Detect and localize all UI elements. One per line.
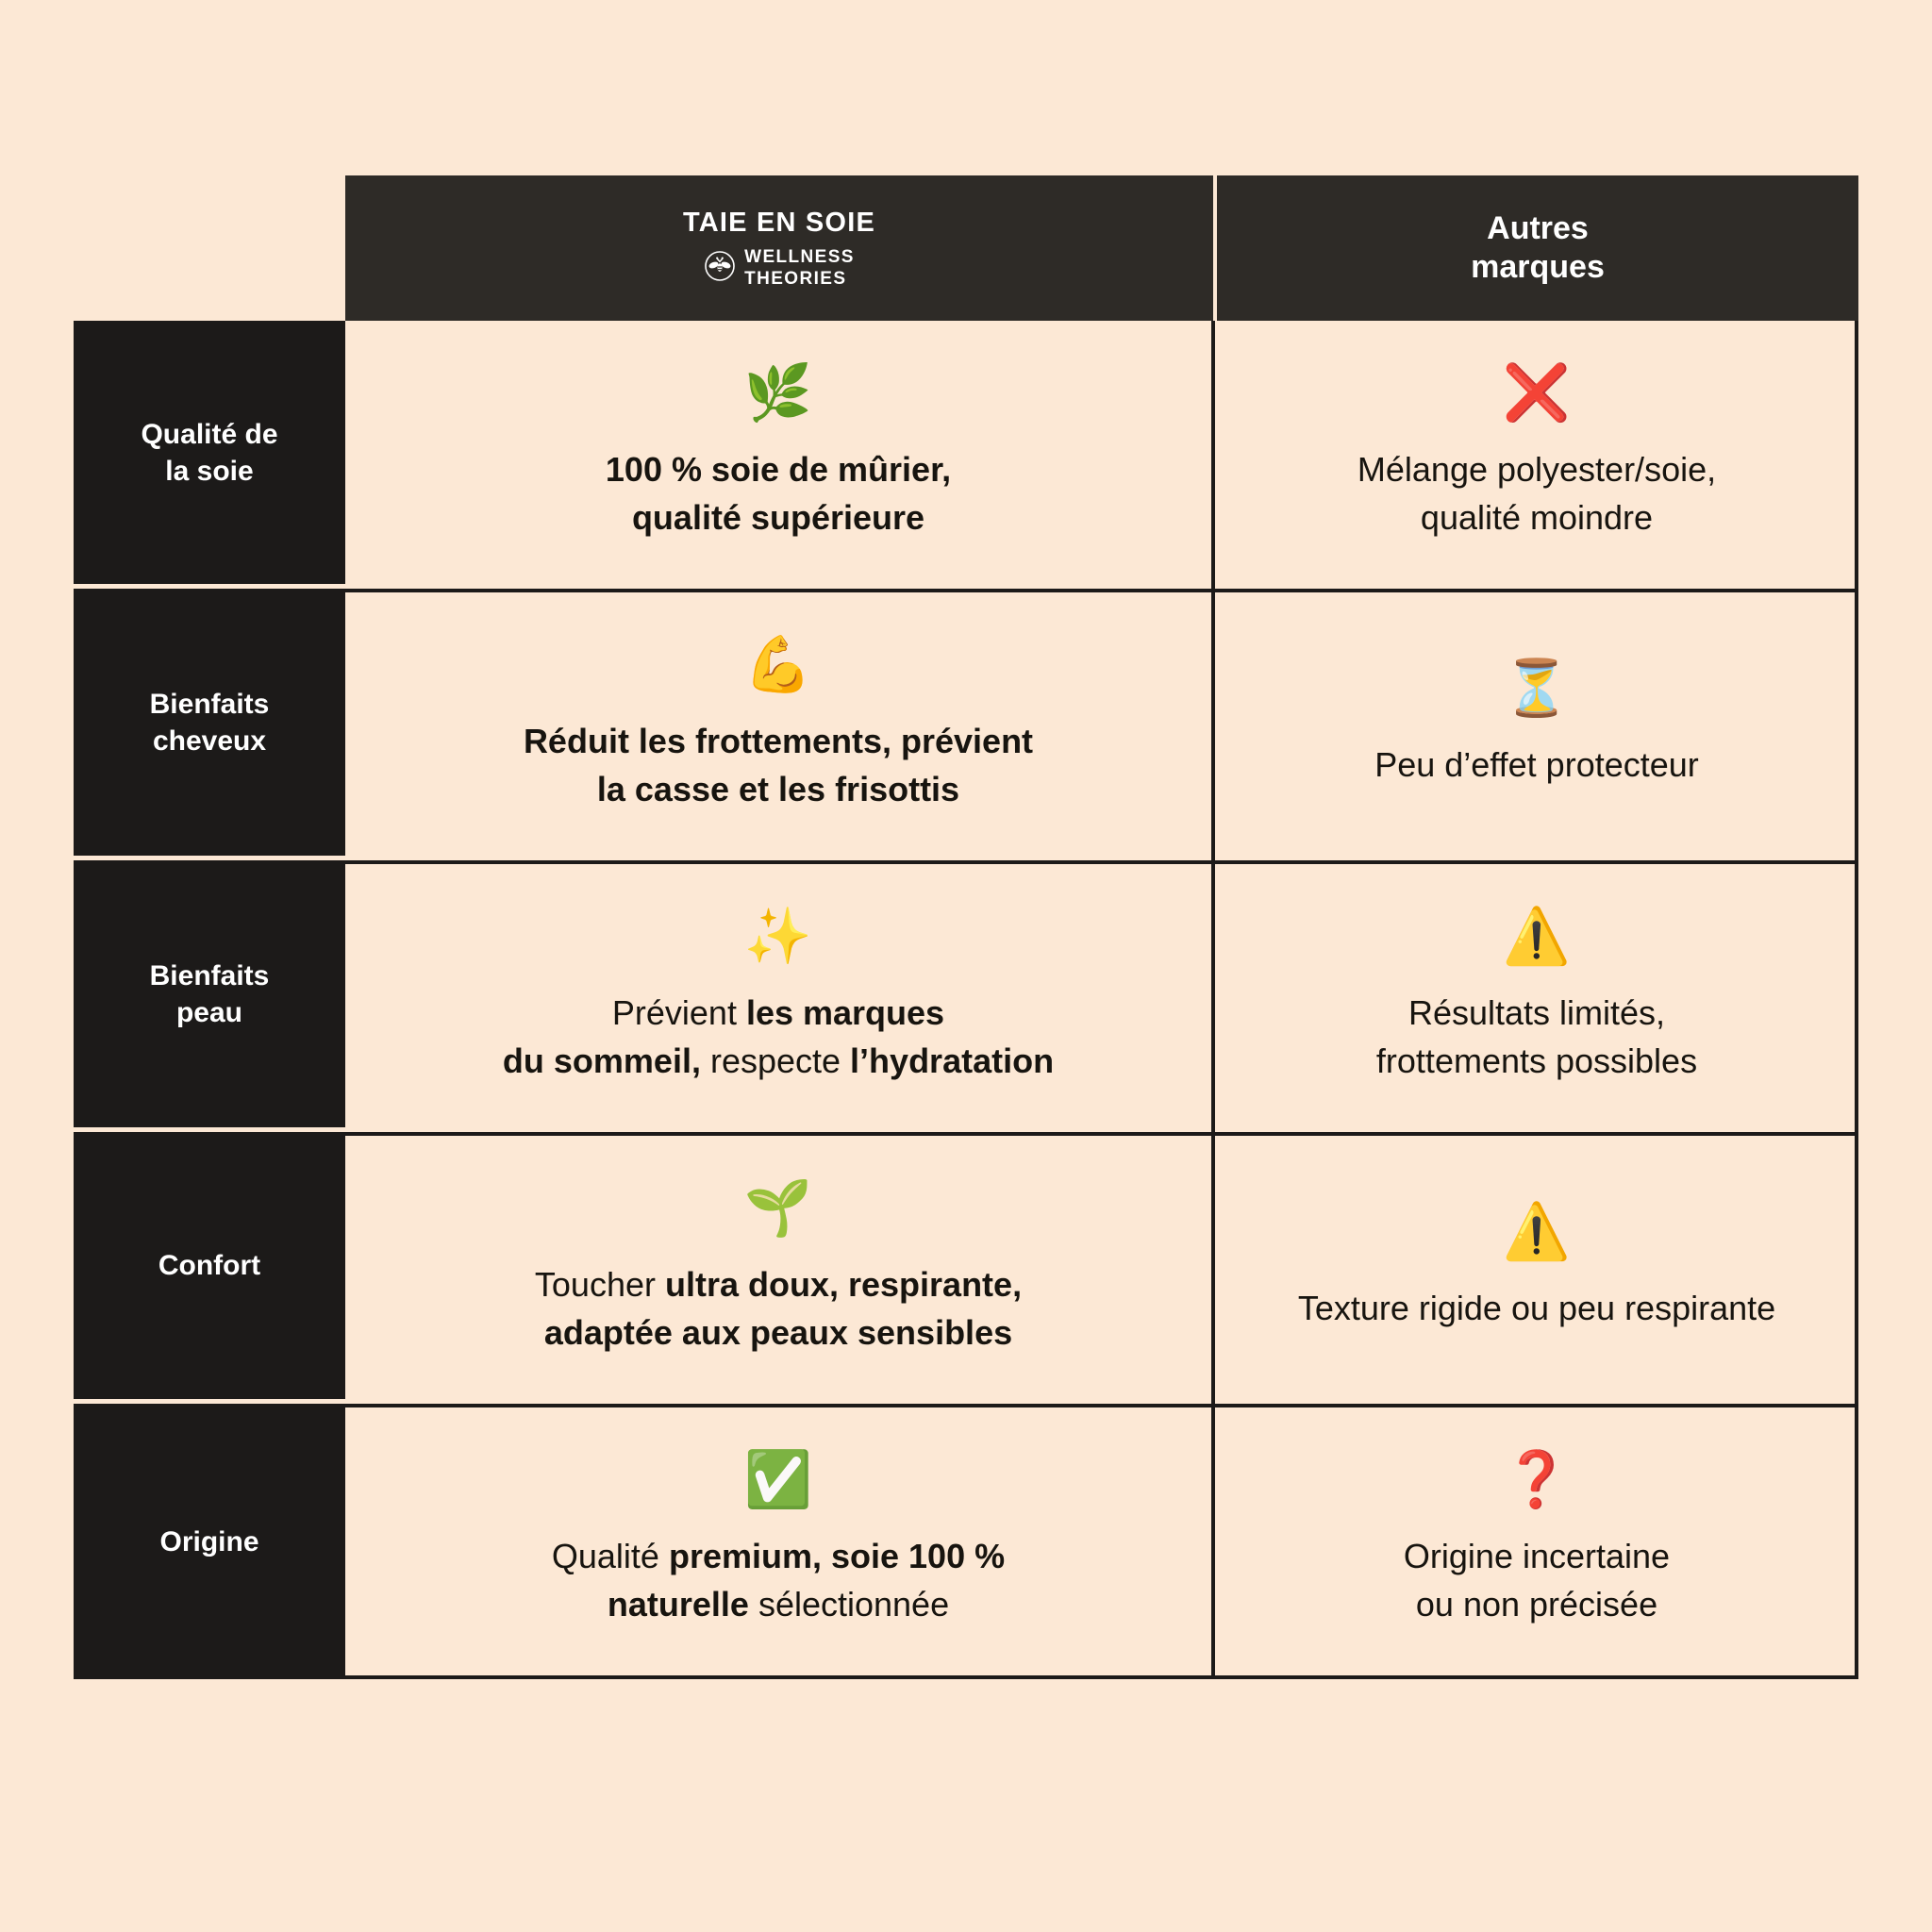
text-line-1: Réduit les frottements, prévient — [523, 721, 1034, 760]
row-label-confort: Confort — [74, 1132, 345, 1404]
row-label-text: Qualité de la soie — [141, 416, 277, 490]
header-other-line-1: Autres — [1487, 209, 1589, 246]
row-label-bienfaits-peau: Bienfaits peau — [74, 860, 345, 1132]
header-cell-other-brands: Autres marques — [1217, 175, 1858, 321]
row-label-bienfaits-cheveux: Bienfaits cheveux — [74, 589, 345, 860]
cell-other-qualite: ❌ Mélange polyester/soie, qualité moindr… — [1215, 321, 1858, 589]
text-seg-1: Qualité — [551, 1536, 669, 1575]
header-other-line-2: marques — [1471, 249, 1605, 285]
row-label-qualite-de-la-soie: Qualité de la soie — [74, 321, 345, 589]
text-seg-4: sélectionnée — [748, 1585, 950, 1624]
table-right-border — [1855, 321, 1858, 1679]
cell-other-cheveux: ⏳ Peu d’effet protecteur — [1215, 589, 1858, 860]
header-other-title: Autres marques — [1471, 209, 1605, 288]
cell-other-confort: ⚠️ Texture rigide ou peu respirante — [1215, 1132, 1858, 1404]
text-line-1: Mélange polyester/soie, — [1357, 449, 1717, 489]
brand-lockup: WELLNESS THEORIES — [683, 247, 875, 291]
cell-other-cheveux-text: Peu d’effet protecteur — [1374, 741, 1699, 789]
seedling-icon: 🌱 — [743, 1176, 813, 1239]
cell-silk-qualite-text: 100 % soie de mûrier, qualité supérieure — [606, 445, 951, 541]
cell-other-peau: ⚠️ Résultats limités, frottements possib… — [1215, 860, 1858, 1132]
text-line-2: la casse et les frisottis — [596, 770, 960, 808]
text-line-2: qualité moindre — [1420, 498, 1654, 537]
row-label-line-2: peau — [175, 996, 242, 1028]
text-seg-3: adaptée aux peaux sensibles — [543, 1313, 1013, 1352]
cell-silk-qualite: 🌿 100 % soie de mûrier, qualité supérieu… — [345, 321, 1215, 589]
text-seg-2: premium, soie 100 % — [668, 1536, 1006, 1575]
text-line-1: Texture rigide ou peu respirante — [1297, 1289, 1776, 1328]
row-label-origine: Origine — [74, 1404, 345, 1679]
row-label-line-2: cheveux — [152, 724, 267, 757]
row-label-text: Confort — [158, 1247, 260, 1284]
cell-silk-confort: 🌱 Toucher ultra doux, respirante, adapté… — [345, 1132, 1215, 1404]
cell-silk-origine: ✅ Qualité premium, soie 100 % naturelle … — [345, 1404, 1215, 1679]
question-mark-icon: ❓ — [1502, 1448, 1572, 1510]
text-seg-3: du sommeil, — [502, 1041, 701, 1080]
cell-other-peau-text: Résultats limités, frottements possibles — [1376, 989, 1697, 1085]
text-line-1: Résultats limités, — [1407, 992, 1666, 1032]
warning-icon: ⚠️ — [1502, 905, 1572, 967]
cell-other-origine: ❓ Origine incertaine ou non précisée — [1215, 1404, 1858, 1679]
row-label-line-1: Confort — [158, 1250, 261, 1281]
brand-line-1: WELLNESS — [744, 246, 855, 267]
cell-silk-confort-text: Toucher ultra doux, respirante, adaptée … — [535, 1260, 1022, 1357]
row-label-text: Bienfaits cheveux — [150, 686, 270, 759]
bee-in-circle-icon — [704, 250, 736, 287]
row-label-line-1: Bienfaits — [149, 688, 270, 720]
cell-other-origine-text: Origine incertaine ou non précisée — [1404, 1532, 1670, 1628]
row-label-line-1: Qualité de — [141, 418, 278, 450]
cell-silk-cheveux: 💪 Réduit les frottements, prévient la ca… — [345, 589, 1215, 860]
flexed-biceps-icon: 💪 — [743, 633, 813, 695]
cell-silk-peau: ✨ Prévient les marques du sommeil, respe… — [345, 860, 1215, 1132]
row-label-text: Bienfaits peau — [150, 958, 270, 1031]
header-cell-silk: TAIE EN SOIE — [345, 175, 1213, 321]
cell-silk-origine-text: Qualité premium, soie 100 % naturelle sé… — [552, 1532, 1005, 1628]
text-seg-1: Prévient — [611, 992, 746, 1032]
text-seg-1: Toucher — [534, 1264, 665, 1304]
herb-icon: 🌿 — [743, 361, 813, 424]
cell-silk-cheveux-text: Réduit les frottements, prévient la cass… — [524, 717, 1033, 813]
warning-icon: ⚠️ — [1502, 1201, 1572, 1263]
row-label-line-2: la soie — [165, 455, 254, 487]
cell-other-confort-text: Texture rigide ou peu respirante — [1298, 1284, 1775, 1332]
text-seg-4: respecte — [700, 1041, 851, 1080]
text-line-2: frottements possibles — [1375, 1041, 1698, 1080]
row-label-line-1: Origine — [159, 1525, 259, 1557]
text-line-2: qualité supérieure — [631, 498, 925, 537]
text-line-1: Peu d’effet protecteur — [1374, 745, 1699, 785]
text-line-1: 100 % soie de mûrier, — [605, 449, 952, 489]
text-seg-2: ultra doux, respirante, — [664, 1264, 1023, 1304]
hourglass-icon: ⏳ — [1502, 658, 1572, 720]
cell-silk-peau-text: Prévient les marques du sommeil, respect… — [503, 989, 1054, 1085]
check-mark-button-icon: ✅ — [743, 1448, 813, 1510]
header-silk-inner: TAIE EN SOIE — [683, 207, 875, 291]
cross-mark-icon: ❌ — [1502, 361, 1572, 424]
comparison-grid: TAIE EN SOIE — [74, 175, 1858, 1679]
text-seg-2: les marques — [745, 992, 945, 1032]
text-seg-5: l’hydratation — [850, 1041, 1055, 1080]
header-silk-title: TAIE EN SOIE — [682, 207, 875, 238]
sparkles-icon: ✨ — [743, 905, 813, 967]
brand-line-2: THEORIES — [744, 268, 847, 289]
text-line-2: ou non précisée — [1415, 1585, 1658, 1624]
text-line-1: Origine incertaine — [1403, 1536, 1671, 1575]
cell-other-qualite-text: Mélange polyester/soie, qualité moindre — [1357, 445, 1716, 541]
text-seg-3: naturelle — [607, 1585, 749, 1624]
row-label-text: Origine — [159, 1524, 258, 1560]
row-label-line-1: Bienfaits — [149, 959, 270, 991]
brand-text: WELLNESS THEORIES — [744, 247, 855, 291]
